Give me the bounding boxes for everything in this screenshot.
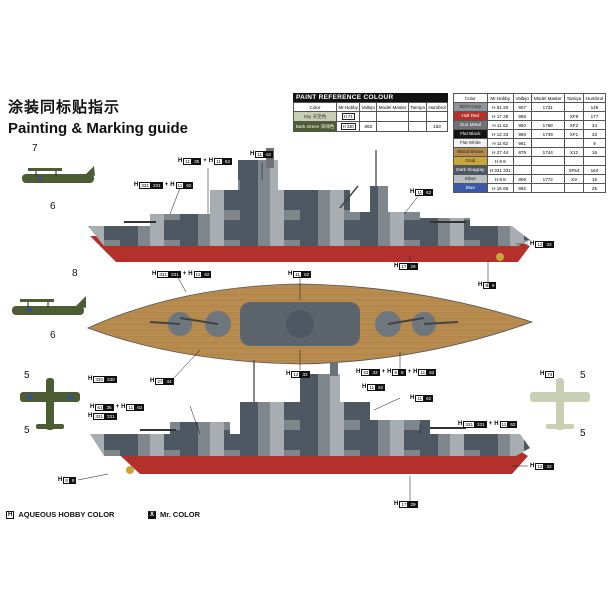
- table-cell: 25: [582, 183, 607, 193]
- paint-reference-header: Color Mr.Hobby Vallejo Model Master Tami…: [292, 102, 448, 112]
- table-cell: 892: [359, 121, 378, 132]
- paint-reference-grid: Color Mr.Hobby Vallejo Model Master Tami…: [292, 102, 448, 132]
- color-table-header: Color Mr.Hobby Vallejo Model Master Tami…: [453, 93, 607, 103]
- table-cell: [530, 183, 565, 193]
- legend-label: Mr. COLOR: [160, 510, 201, 519]
- table-cell: H 15 65: [486, 183, 514, 193]
- callout-number: 8: [72, 268, 78, 279]
- title-chinese: 涂装同标贴指示: [8, 98, 121, 116]
- biplane-top-view-left: [20, 378, 80, 430]
- callout-number: 5: [24, 425, 30, 436]
- paint-reference-title: PAINT REFERENCE COLOUR: [293, 93, 448, 102]
- table-row: Dark Green 深绿色 H 330 892 163: [292, 121, 448, 132]
- callout-number: 5: [580, 428, 586, 439]
- table-row: Sky 天空色 H 74: [292, 111, 448, 122]
- seaplane-side-view-1: [22, 166, 95, 183]
- legend-aqueous: H AQUEOUS HOBBY COLOR: [6, 510, 114, 519]
- battleship-port-view: [90, 360, 530, 474]
- seaplane-side-view-2: [12, 296, 86, 315]
- battleship-deck-plan: [86, 283, 534, 365]
- callout-number: 7: [32, 143, 38, 154]
- legend-key: X: [148, 510, 157, 519]
- paint-reference-table: PAINT REFERENCE COLOUR Color Mr.Hobby Va…: [292, 93, 448, 132]
- callout-number: 5: [24, 370, 30, 381]
- table-cell: H 330: [336, 121, 361, 132]
- callout-number: 6: [50, 330, 56, 341]
- color-table-grid: Color Mr.Hobby Vallejo Model Master Tami…: [453, 93, 607, 193]
- hobby-code: H 74: [341, 113, 355, 120]
- title-english: Painting & Marking guide: [8, 120, 189, 137]
- callout-number: 5: [580, 370, 586, 381]
- legend-key: H: [6, 510, 15, 519]
- table-cell: 163: [426, 121, 448, 132]
- biplane-top-view-right: [530, 378, 590, 430]
- legend-mr-color: X Mr. COLOR: [148, 510, 200, 519]
- table-cell: [407, 121, 428, 132]
- battleship-starboard-view: [88, 148, 530, 262]
- legend-label: AQUEOUS HOBBY COLOR: [18, 510, 115, 519]
- callout-number: 6: [50, 201, 56, 212]
- color-table: Color Mr.Hobby Vallejo Model Master Tami…: [453, 93, 607, 193]
- hobby-code: H 330: [340, 123, 356, 130]
- leader-lines: [77, 162, 528, 502]
